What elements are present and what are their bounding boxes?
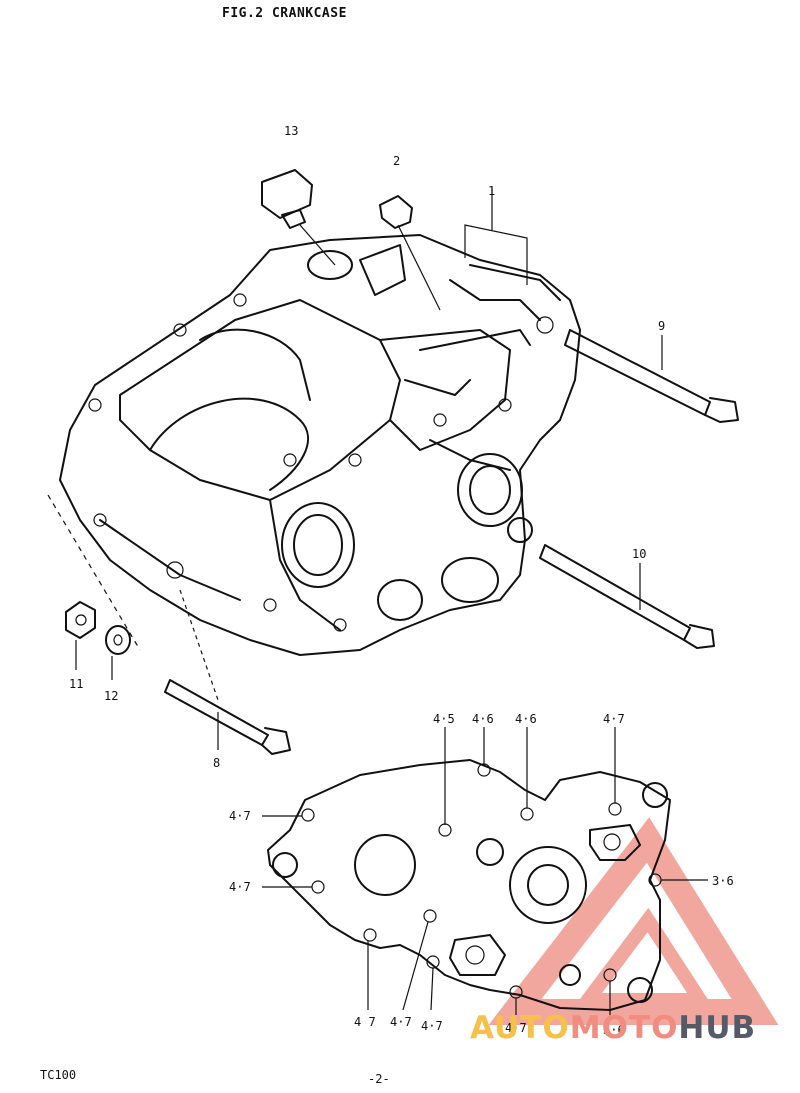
bolt-size-4-6-a: 4·6 (472, 712, 494, 726)
watermark-wordmark: AUTOMOTOHUB (470, 1010, 756, 1046)
part-10-long-bolt (539, 544, 715, 649)
bolt-size-3-6-right: 3·6 (712, 874, 734, 888)
callout-12: 12 (104, 689, 118, 703)
callout-2: 2 (393, 154, 400, 168)
footer-model: TC100 (40, 1068, 77, 1082)
part-13-filler-cap (261, 169, 336, 266)
callout-1: 1 (488, 184, 495, 198)
part-2-dowel-pin (379, 195, 441, 311)
watermark-moto: MOTO (569, 1010, 679, 1046)
bolt-size-3-6-bottom: 3·6 (603, 1023, 625, 1037)
crankcase-half-view (262, 727, 708, 1015)
part-12-washer (47, 494, 141, 680)
bolt-size-4-7-left-2: 4·7 (229, 880, 251, 894)
callout-10: 10 (632, 547, 646, 561)
part-11-nut (65, 601, 96, 670)
part-9-long-bolt (564, 329, 739, 423)
figure-title: FIG.2 CRANKCASE (222, 6, 347, 21)
callout-11: 11 (69, 677, 83, 691)
watermark-auto: AUTO (470, 1010, 570, 1046)
watermark-hub: HUB (678, 1010, 757, 1046)
bolt-size-4-6-b: 4·6 (515, 712, 537, 726)
callout-13: 13 (284, 124, 298, 138)
bolt-size-4-7-bottom-2: 4·7 (390, 1015, 412, 1029)
bolt-size-4-7-top: 4·7 (603, 712, 625, 726)
bolt-size-4-7-bottom-3: 4·7 (421, 1019, 443, 1033)
bolt-size-4-5: 4·5 (433, 712, 455, 726)
callout-8: 8 (213, 756, 220, 770)
bolt-size-4-7-left-1: 4·7 (229, 809, 251, 823)
bolt-size-4-7-bottom-4: 4·7 (505, 1021, 527, 1035)
part-1-bracket (464, 188, 528, 285)
bolt-size-4-7-bottom-1: 4 7 (354, 1015, 376, 1029)
crankcase-body (59, 234, 581, 656)
footer-page-number: -2- (368, 1072, 390, 1086)
part-8-bolt (164, 589, 291, 755)
callout-9: 9 (658, 319, 665, 333)
